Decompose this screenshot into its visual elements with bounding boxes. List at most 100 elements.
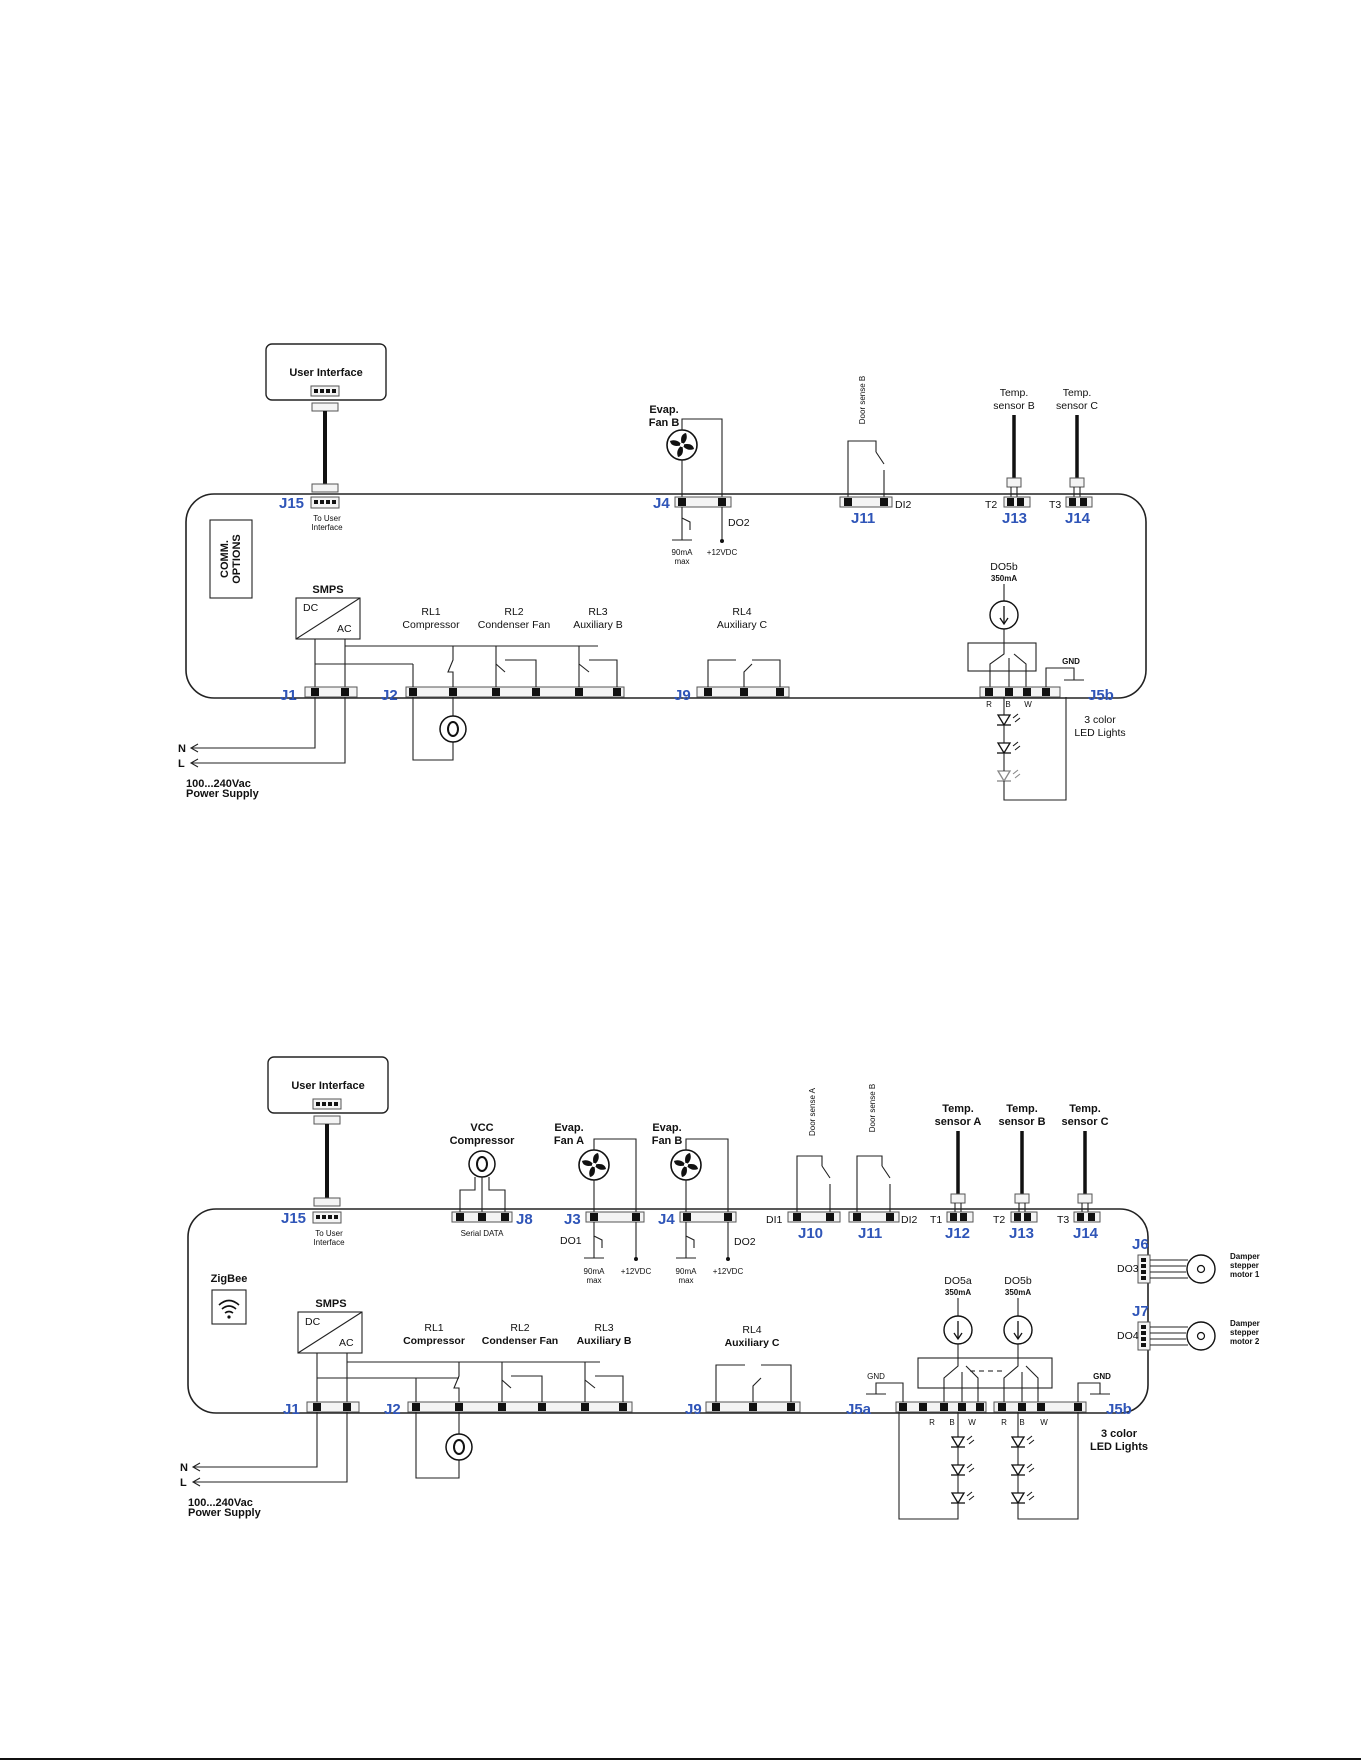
do5b-current-source-2 — [1003, 1315, 1033, 1345]
j1-label: J1 — [280, 687, 297, 704]
do2-label: DO2 — [728, 517, 750, 529]
rl1-switch — [447, 646, 454, 687]
di1-label: DI1 — [766, 1214, 783, 1226]
j12-label: J12 — [945, 1225, 970, 1242]
led-lights-label-2: LED Lights — [1074, 727, 1125, 739]
j2-label-2: J2 — [384, 1401, 401, 1418]
led-b2-icon — [1010, 1463, 1035, 1476]
user-interface-label-2: User Interface — [291, 1080, 364, 1092]
serial-data-label: Serial DATA — [461, 1229, 504, 1238]
temp-sensor-c2-label-2: sensor C — [1061, 1116, 1108, 1128]
current-max-1: 90mA — [672, 548, 694, 557]
line-label: L — [178, 758, 185, 770]
compressor-motor-2 — [445, 1433, 473, 1461]
rl1-desc: Compressor — [402, 619, 460, 631]
vcc-label: VCC — [470, 1122, 493, 1134]
t3-label: T3 — [1049, 499, 1061, 511]
evap-fan-b2-label-1: Evap. — [652, 1122, 681, 1134]
temp-sensor-b-label-2: sensor B — [993, 400, 1034, 412]
j4-label: J4 — [653, 495, 670, 512]
led-b-b: B — [1019, 1418, 1024, 1427]
do5b-label-2: DO5b — [1004, 1275, 1032, 1287]
compressor-motor — [439, 715, 467, 743]
neutral-label-2: N — [180, 1462, 188, 1474]
to-user-interface-label-2: Interface — [311, 523, 343, 532]
rl3-label: RL3 — [588, 606, 607, 618]
j5b-label: J5b — [1088, 687, 1114, 704]
temp-sensor-c-label-2: sensor C — [1056, 400, 1098, 412]
j3-label: J3 — [564, 1211, 581, 1228]
diagram-1: User Interface J15 To User Interface COM… — [178, 343, 1147, 801]
rl1-desc-2: Compressor — [403, 1335, 465, 1347]
led-b1-icon — [1010, 1435, 1035, 1448]
temp-sensor-b-label-1: Temp. — [1000, 387, 1029, 399]
t1-label: T1 — [930, 1214, 942, 1226]
smps-box — [295, 597, 361, 640]
to-user-interface-label-1: To User — [313, 514, 341, 523]
j2-label: J2 — [381, 687, 398, 704]
rl2-label: RL2 — [504, 606, 523, 618]
door-sense-b-label: Door sense B — [858, 376, 867, 424]
wifi-icon — [218, 1299, 240, 1314]
t2-label: T2 — [985, 499, 997, 511]
current-max-b-2: max — [678, 1276, 693, 1285]
j13-label-2: J13 — [1009, 1225, 1034, 1242]
evap-fan-b2-icon — [670, 1149, 702, 1181]
led-b-label: B — [1005, 700, 1010, 709]
rl2-desc-2: Condenser Fan — [482, 1335, 558, 1347]
temp-sensor-b2-label-1: Temp. — [1006, 1103, 1038, 1115]
options-label: OPTIONS — [231, 534, 243, 584]
current-max-a-2: max — [586, 1276, 601, 1285]
led-w-b: W — [1040, 1418, 1048, 1427]
led-3-icon — [996, 769, 1021, 782]
led-selector-box — [917, 1357, 1053, 1389]
vcc-compressor-label: Compressor — [450, 1135, 516, 1147]
power-supply-label: Power Supply — [186, 788, 260, 800]
v12-label-a: +12VDC — [621, 1267, 652, 1276]
damper-2-label-2: stepper — [1230, 1328, 1259, 1337]
j7-label: J7 — [1132, 1303, 1149, 1320]
temp-sensor-b2-label-2: sensor B — [998, 1116, 1045, 1128]
led-r-a: R — [929, 1418, 935, 1427]
evap-fan-a-icon — [578, 1149, 610, 1181]
evap-fan-b-label-1: Evap. — [649, 404, 678, 416]
do5a-label: DO5a — [944, 1275, 972, 1287]
gnd-label-b: GND — [1093, 1372, 1111, 1381]
temp-sensor-a-label-2: sensor A — [935, 1116, 982, 1128]
j9-label-2: J9 — [685, 1401, 702, 1418]
j5a-label: J5a — [846, 1401, 872, 1418]
j11-label: J11 — [851, 510, 875, 527]
do2-label-2: DO2 — [734, 1236, 756, 1248]
j10-label: J10 — [798, 1225, 823, 1242]
evap-fan-a-label-2: Fan A — [554, 1135, 584, 1147]
led-lights-2-label-1: 3 color — [1101, 1428, 1138, 1440]
door-sense-b2-label: Door sense B — [868, 1084, 877, 1132]
to-user-interface-2-2: Interface — [313, 1238, 345, 1247]
controller-board — [185, 493, 1147, 699]
j6-label: J6 — [1132, 1236, 1149, 1253]
evap-fan-a-label-1: Evap. — [554, 1122, 583, 1134]
rl4-desc-2: Auxiliary C — [725, 1337, 780, 1349]
power-supply-label-2: Power Supply — [188, 1507, 262, 1519]
temp-sensor-c-label-1: Temp. — [1063, 387, 1092, 399]
j8-label: J8 — [516, 1211, 533, 1228]
led-a3-icon — [950, 1491, 975, 1504]
damper-2-label-3: motor 2 — [1230, 1337, 1260, 1346]
rl3-desc-2: Auxiliary B — [577, 1335, 632, 1347]
j9-label: J9 — [674, 687, 691, 704]
evap-fan-b-icon — [666, 429, 698, 461]
line-label-2: L — [180, 1477, 187, 1489]
comm-label: COMM. — [219, 540, 231, 578]
led-2-icon — [996, 741, 1021, 754]
zigbee-label: ZigBee — [211, 1273, 248, 1285]
rl1-label: RL1 — [421, 606, 440, 618]
damper-1-label-1: Damper — [1230, 1252, 1260, 1261]
to-user-interface-2-1: To User — [315, 1229, 343, 1238]
user-interface-label: User Interface — [289, 367, 362, 379]
led-b-a: B — [949, 1418, 954, 1427]
j1-label-2: J1 — [283, 1401, 300, 1418]
v12-label-b: +12VDC — [713, 1267, 744, 1276]
j4-label-2: J4 — [658, 1211, 675, 1228]
smps-label: SMPS — [312, 584, 343, 596]
led-a1-icon — [950, 1435, 975, 1448]
